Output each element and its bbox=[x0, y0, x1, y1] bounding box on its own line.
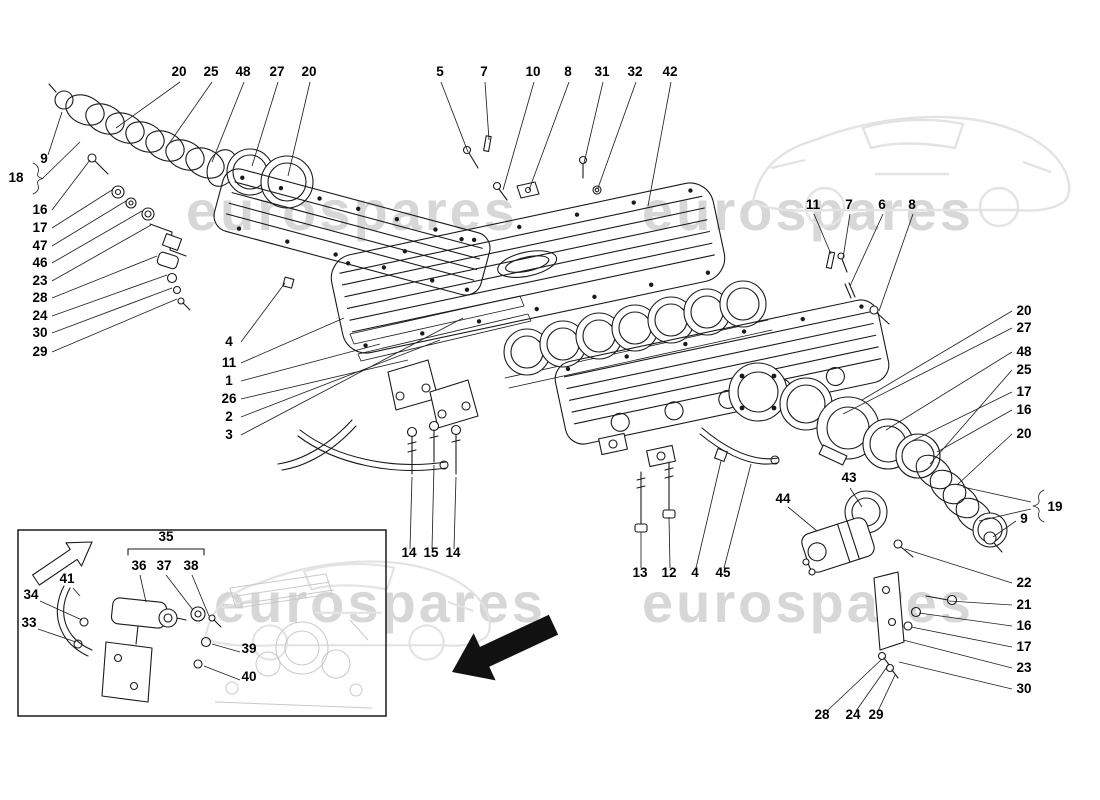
callout-17: 17 bbox=[32, 220, 47, 235]
left-small-parts bbox=[87, 153, 191, 311]
inset-detail-box bbox=[17, 529, 387, 717]
callout-23: 23 bbox=[32, 273, 48, 288]
callout-24: 24 bbox=[32, 308, 48, 323]
engine-ghost bbox=[214, 573, 373, 709]
callout-11: 11 bbox=[806, 197, 821, 212]
callout-5: 5 bbox=[436, 64, 444, 79]
top-small-parts bbox=[462, 135, 890, 325]
callout-9: 9 bbox=[40, 151, 48, 166]
callout-8: 8 bbox=[908, 197, 916, 212]
watermark-text: eurospares bbox=[642, 571, 974, 634]
callout-30: 30 bbox=[32, 325, 47, 340]
callout-11: 11 bbox=[222, 355, 237, 370]
callout-35: 35 bbox=[158, 529, 174, 544]
callout-27: 27 bbox=[1016, 320, 1031, 335]
callout-31: 31 bbox=[594, 64, 610, 79]
callout-14: 14 bbox=[401, 545, 417, 560]
callout-40: 40 bbox=[241, 669, 256, 684]
callout-25: 25 bbox=[203, 64, 219, 79]
callout-38: 38 bbox=[183, 558, 199, 573]
callout-18: 18 bbox=[8, 170, 24, 185]
brace-35 bbox=[127, 548, 205, 556]
leader-lines bbox=[37, 81, 1032, 712]
manifold-bolts bbox=[634, 427, 780, 533]
callout-20: 20 bbox=[171, 64, 186, 79]
callout-16: 16 bbox=[32, 202, 48, 217]
callout-43: 43 bbox=[841, 470, 857, 485]
mounting-brackets bbox=[387, 359, 479, 475]
callout-26: 26 bbox=[221, 391, 237, 406]
callout-20: 20 bbox=[1016, 426, 1031, 441]
callout-7: 7 bbox=[845, 197, 853, 212]
callout-48: 48 bbox=[1016, 344, 1032, 359]
callout-32: 32 bbox=[627, 64, 642, 79]
callout-37: 37 bbox=[156, 558, 171, 573]
left-intake-hose bbox=[48, 83, 314, 209]
callout-39: 39 bbox=[241, 641, 256, 656]
callout-47: 47 bbox=[32, 238, 47, 253]
callout-20: 20 bbox=[301, 64, 316, 79]
callout-2: 2 bbox=[225, 409, 233, 424]
group-braces bbox=[32, 162, 1045, 523]
callout-16: 16 bbox=[1016, 618, 1032, 633]
right-manifold bbox=[554, 299, 890, 468]
callout-12: 12 bbox=[661, 565, 676, 580]
callout-45: 45 bbox=[715, 565, 731, 580]
callout-21: 21 bbox=[1016, 597, 1032, 612]
callout-27: 27 bbox=[269, 64, 284, 79]
inset-arrow-icon bbox=[32, 541, 93, 586]
watermark-text: eurospares bbox=[214, 571, 546, 634]
callout-33: 33 bbox=[21, 615, 37, 630]
solenoid-valve-assembly bbox=[56, 548, 222, 703]
callout-34: 34 bbox=[23, 587, 39, 602]
callout-30: 30 bbox=[1016, 681, 1031, 696]
callout-13: 13 bbox=[632, 565, 648, 580]
callout-19: 19 bbox=[1047, 499, 1062, 514]
callout-48: 48 bbox=[235, 64, 251, 79]
air-temp-sensor bbox=[983, 531, 997, 545]
callout-29: 29 bbox=[868, 707, 883, 722]
callout-41: 41 bbox=[59, 571, 75, 586]
callout-36: 36 bbox=[131, 558, 147, 573]
right-support-bracket bbox=[873, 539, 958, 679]
callout-4: 4 bbox=[225, 334, 233, 349]
left-manifold-cover bbox=[213, 168, 491, 296]
throttle-body-assembly bbox=[779, 377, 1008, 553]
callout-42: 42 bbox=[662, 64, 677, 79]
callout-44: 44 bbox=[775, 491, 791, 506]
callout-9: 9 bbox=[1020, 511, 1028, 526]
callout-28: 28 bbox=[814, 707, 830, 722]
callout-10: 10 bbox=[525, 64, 540, 79]
callout-3: 3 bbox=[225, 427, 233, 442]
callout-15: 15 bbox=[423, 545, 439, 560]
callout-24: 24 bbox=[845, 707, 861, 722]
callout-14: 14 bbox=[445, 545, 461, 560]
center-plenum bbox=[330, 182, 726, 362]
callout-28: 28 bbox=[32, 290, 48, 305]
callout-16: 16 bbox=[1016, 402, 1032, 417]
callout-8: 8 bbox=[564, 64, 572, 79]
callout-4: 4 bbox=[691, 565, 699, 580]
callout-6: 6 bbox=[878, 197, 886, 212]
callout-1: 1 bbox=[225, 373, 233, 388]
intake-trumpets bbox=[503, 280, 773, 389]
callout-17: 17 bbox=[1016, 639, 1031, 654]
callout-7: 7 bbox=[480, 64, 488, 79]
vacuum-hoses bbox=[277, 419, 449, 471]
callout-23: 23 bbox=[1016, 660, 1032, 675]
callout-29: 29 bbox=[32, 344, 47, 359]
direction-arrow-icon bbox=[452, 614, 559, 681]
callout-46: 46 bbox=[32, 255, 48, 270]
callout-22: 22 bbox=[1016, 575, 1031, 590]
callout-labels: 20 25 48 27 20 5 7 10 8 31 32 42 11 7 6 … bbox=[8, 64, 1062, 722]
callout-25: 25 bbox=[1016, 362, 1032, 377]
callout-20: 20 bbox=[1016, 303, 1031, 318]
callout-17: 17 bbox=[1016, 384, 1031, 399]
throttle-actuator bbox=[801, 490, 888, 576]
